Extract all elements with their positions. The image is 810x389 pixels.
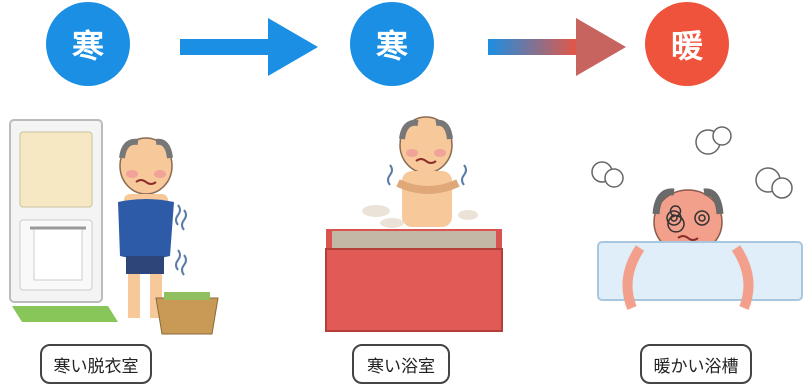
cold-bathroom-illustration (325, 116, 503, 332)
gradient-arrow-right-icon (488, 18, 626, 76)
cold-badge-1-text: 寒 (71, 27, 104, 65)
warm-bathtub-label-text: 暖かい浴槽 (653, 356, 739, 377)
cold-badge-2-text: 寒 (375, 27, 408, 65)
warm-bathtub-label: 暖かい浴槽 (640, 344, 752, 384)
warm-badge-text: 暖 (670, 27, 703, 65)
warm-badge: 暖 (645, 2, 729, 86)
cold-dressing-room-label: 寒い脱衣室 (40, 344, 152, 384)
cold-bathroom-label: 寒い浴室 (352, 344, 450, 384)
cold-badge-2: 寒 (350, 2, 434, 86)
cold-dressing-room-label-text: 寒い脱衣室 (53, 356, 139, 377)
cold-bathroom-label-text: 寒い浴室 (367, 356, 435, 377)
warm-bathtub-dizzy-illustration (591, 126, 803, 310)
cold-badge-1: 寒 (46, 2, 130, 86)
cold-dressing-room-illustration (9, 119, 219, 335)
arrow-right-icon (180, 18, 318, 76)
